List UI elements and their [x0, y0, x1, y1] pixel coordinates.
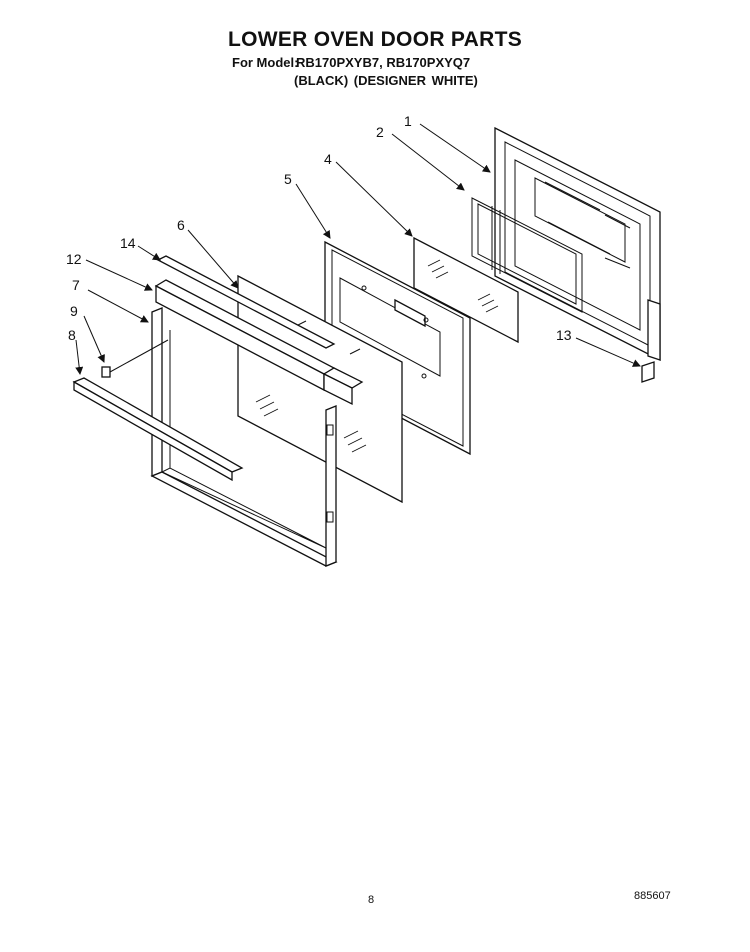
callout-1: 1 — [404, 113, 412, 129]
callout-14: 14 — [120, 235, 136, 251]
part-6-outer-glass — [237, 274, 403, 504]
part-12-top-trim — [154, 279, 364, 406]
leader-lines — [75, 123, 641, 375]
part-14-strip — [156, 255, 336, 349]
part-4-inner-glass — [413, 236, 519, 344]
part-1-inner-door — [494, 126, 661, 362]
part-13-bracket — [641, 361, 655, 383]
model-variants: (BLACK) (DESIGNER WHITE) — [294, 73, 478, 88]
callout-5: 5 — [284, 171, 292, 187]
page-number: 8 — [368, 894, 375, 906]
part-9-bottom-trim — [72, 377, 244, 482]
callout-12: 12 — [66, 251, 82, 267]
callout-7: 7 — [72, 277, 80, 293]
part-2-frame — [471, 197, 583, 313]
model-prefix: For Model: — [232, 55, 299, 70]
callout-6: 6 — [177, 217, 185, 233]
page-title: LOWER OVEN DOOR PARTS — [227, 28, 523, 51]
callout-9: 9 — [70, 303, 78, 319]
callout-4: 4 — [324, 151, 332, 167]
part-8-clip — [101, 366, 111, 378]
callout-2: 2 — [376, 124, 384, 140]
callout-8: 8 — [68, 327, 76, 343]
model-numbers: RB170PXYB7, RB170PXYQ7 — [296, 55, 471, 70]
document-number: 885607 — [634, 890, 671, 902]
callout-13: 13 — [556, 327, 572, 343]
